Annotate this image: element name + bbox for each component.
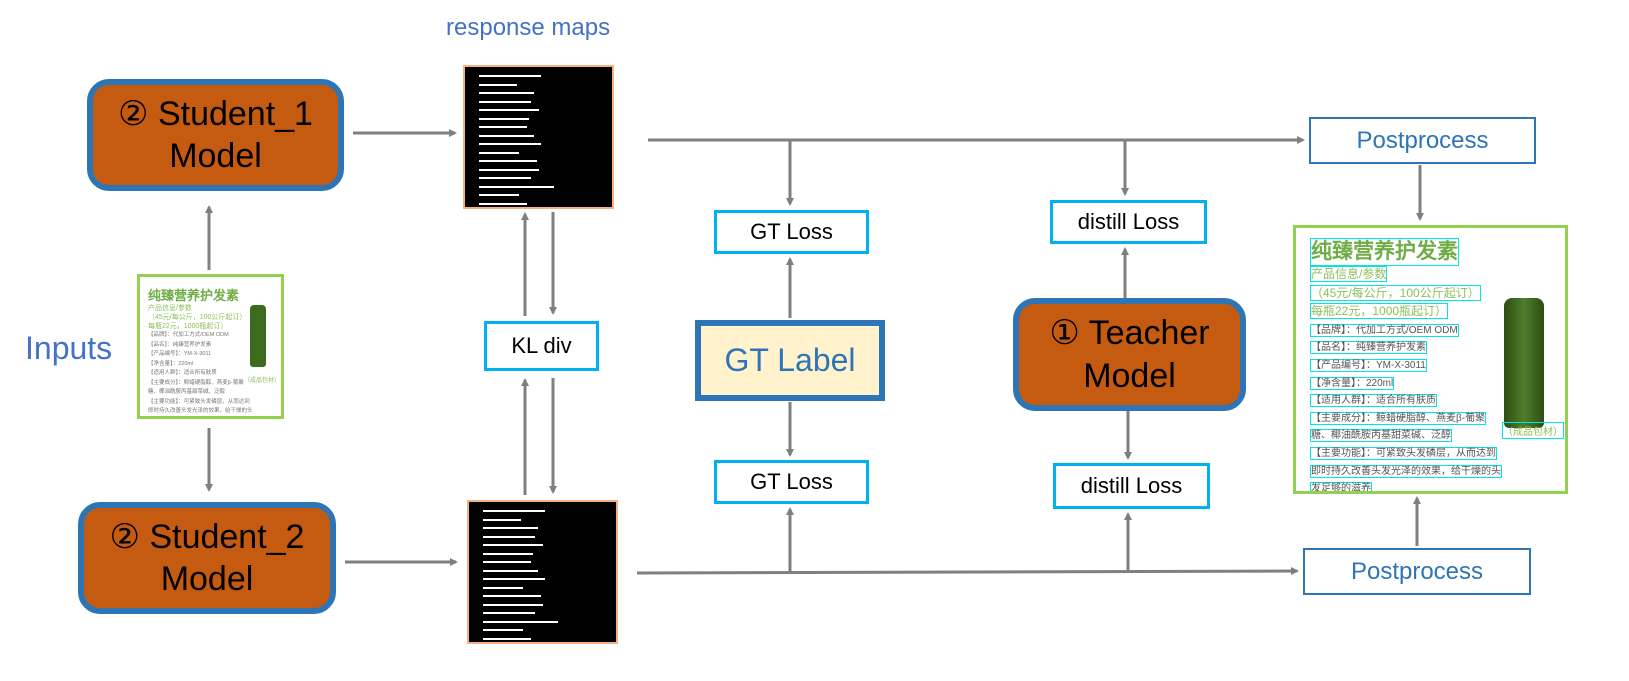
response-line [479, 134, 534, 137]
inputs-label: Inputs [25, 330, 113, 366]
response-line [483, 544, 543, 546]
response-line [479, 109, 539, 111]
response-line [483, 620, 558, 623]
response-line [483, 510, 545, 512]
response-line [483, 637, 531, 640]
input-doc-line: 【适用人群】：适合所有肤质 [148, 370, 217, 376]
output-doc-line: 即时持久改善头发光泽的效果，给干燥的头 [1310, 464, 1502, 478]
input-doc-price2: 每瓶22元，1000瓶起订） [148, 323, 228, 330]
response-line [483, 518, 521, 521]
output-doc-subtitle: 产品信息/参数 [1310, 266, 1388, 282]
output-package-label: （成品包材） [1502, 422, 1564, 439]
response-line [483, 603, 543, 606]
response-line [479, 126, 527, 128]
output-doc-line: 【产品编号】：YM-X-3011 [1310, 358, 1427, 372]
arrow-map2-to-postprocess [636, 567, 1299, 576]
response-line [479, 168, 539, 171]
input-doc-line: 【品牌】：代加工方式/OEM ODM [148, 332, 229, 338]
input-doc-line: 发足够的滋养 [148, 417, 256, 420]
kl-div-box: KL div [484, 321, 599, 371]
input-doc-line: 即时持久改善头发光泽的效果，给干燥的头 [148, 408, 253, 414]
response-line [479, 100, 531, 103]
output-image: 纯臻营养护发素产品信息/参数 （45元/每公斤，100公斤起订） 每瓶22元，100… [1293, 225, 1568, 494]
output-doc-line: 【主要功能】：可紧致头发磷层，从而达到 [1310, 446, 1497, 460]
input-doc-price1: （45元/每公斤，100公斤起订） [148, 314, 247, 321]
input-doc-line: 【产品编号】：YM-X-3011 [148, 351, 212, 357]
gt-loss-bottom: GT Loss [714, 460, 869, 504]
output-doc-price2: 每瓶22元，1000瓶起订） [1310, 303, 1449, 320]
teacher-line1: ① Teacher [1049, 314, 1210, 352]
input-doc-title: 纯臻营养护发素 [148, 288, 240, 303]
response-line [479, 151, 519, 154]
response-line [483, 552, 533, 555]
distill-loss-top: distill Loss [1050, 200, 1207, 244]
postprocess-top: Postprocess [1309, 117, 1536, 164]
response-line [483, 535, 535, 538]
bottle-icon [1504, 298, 1544, 428]
output-doc-line: 糖、椰油酰胺丙基甜菜碱、泛醇 [1310, 429, 1452, 443]
response-line [483, 578, 545, 580]
output-doc-line: 发足够的滋养 [1310, 482, 1372, 494]
student-2-line2: Model [160, 560, 254, 598]
response-line [479, 143, 541, 145]
distill-loss-bottom: distill Loss [1053, 463, 1210, 509]
input-doc-line: 【净含量】：220ml [148, 360, 194, 367]
response-line [483, 612, 535, 614]
output-doc-price1: （45元/每公斤，100公斤起订） [1310, 284, 1481, 301]
output-doc-line: 【品牌】：代加工方式/OEM ODM [1310, 323, 1459, 337]
response-line [483, 586, 523, 589]
response-line [479, 117, 529, 120]
response-line [479, 160, 537, 162]
response-line [479, 177, 531, 179]
input-image: 纯臻营养护发素 产品信息/参数 （45元/每公斤，100公斤起订） 每瓶22元，… [137, 274, 284, 419]
input-doc-line: 【主要功能】：可紧致头发磷层，从而达到 [148, 398, 250, 405]
response-line [479, 202, 527, 205]
output-doc-line: 【适用人群】：适合所有肤质 [1310, 394, 1437, 408]
teacher-line2: Model [1083, 356, 1176, 395]
gt-label-box: GT Label [695, 320, 885, 401]
student-1-line1: ② Student_1 [118, 94, 313, 133]
bottle-icon [250, 305, 266, 367]
input-package-label: （成品包材） [244, 378, 281, 384]
input-doc-line: 【主要成分】：鲸蜡硬脂醇、燕麦β-葡聚 [148, 379, 244, 386]
postprocess-bottom: Postprocess [1303, 548, 1531, 595]
response-map-1 [463, 65, 614, 209]
input-doc-subtitle: 产品信息/参数 [148, 305, 192, 312]
response-line [483, 569, 538, 572]
response-map-2 [467, 500, 618, 644]
input-doc-line: 糖、椰油酰胺丙基甜菜碱、泛醇 [148, 389, 226, 395]
student-1-line2: Model [169, 137, 262, 175]
output-doc-line: 【净含量】：220ml [1310, 376, 1395, 390]
output-doc-title: 纯臻营养护发素 [1310, 238, 1459, 266]
input-doc-line: 【品名】：纯臻营养护发素 [148, 341, 212, 348]
response-line [483, 527, 538, 529]
response-line [479, 75, 541, 77]
gt-loss-top: GT Loss [714, 210, 869, 254]
output-doc-line: 【品名】：纯臻营养护发素 [1310, 341, 1427, 355]
response-line [483, 561, 531, 563]
response-line [479, 92, 534, 94]
response-line [479, 83, 517, 86]
response-line [479, 194, 519, 196]
response-line [479, 185, 554, 188]
response-line [483, 629, 523, 631]
response-maps-title: response maps [446, 14, 611, 41]
output-doc-line: 【主要成分】：鲸蜡硬脂醇、燕麦β-葡聚 [1310, 411, 1487, 425]
student-2-line1: ② Student_2 [109, 517, 305, 556]
response-line [483, 595, 541, 597]
